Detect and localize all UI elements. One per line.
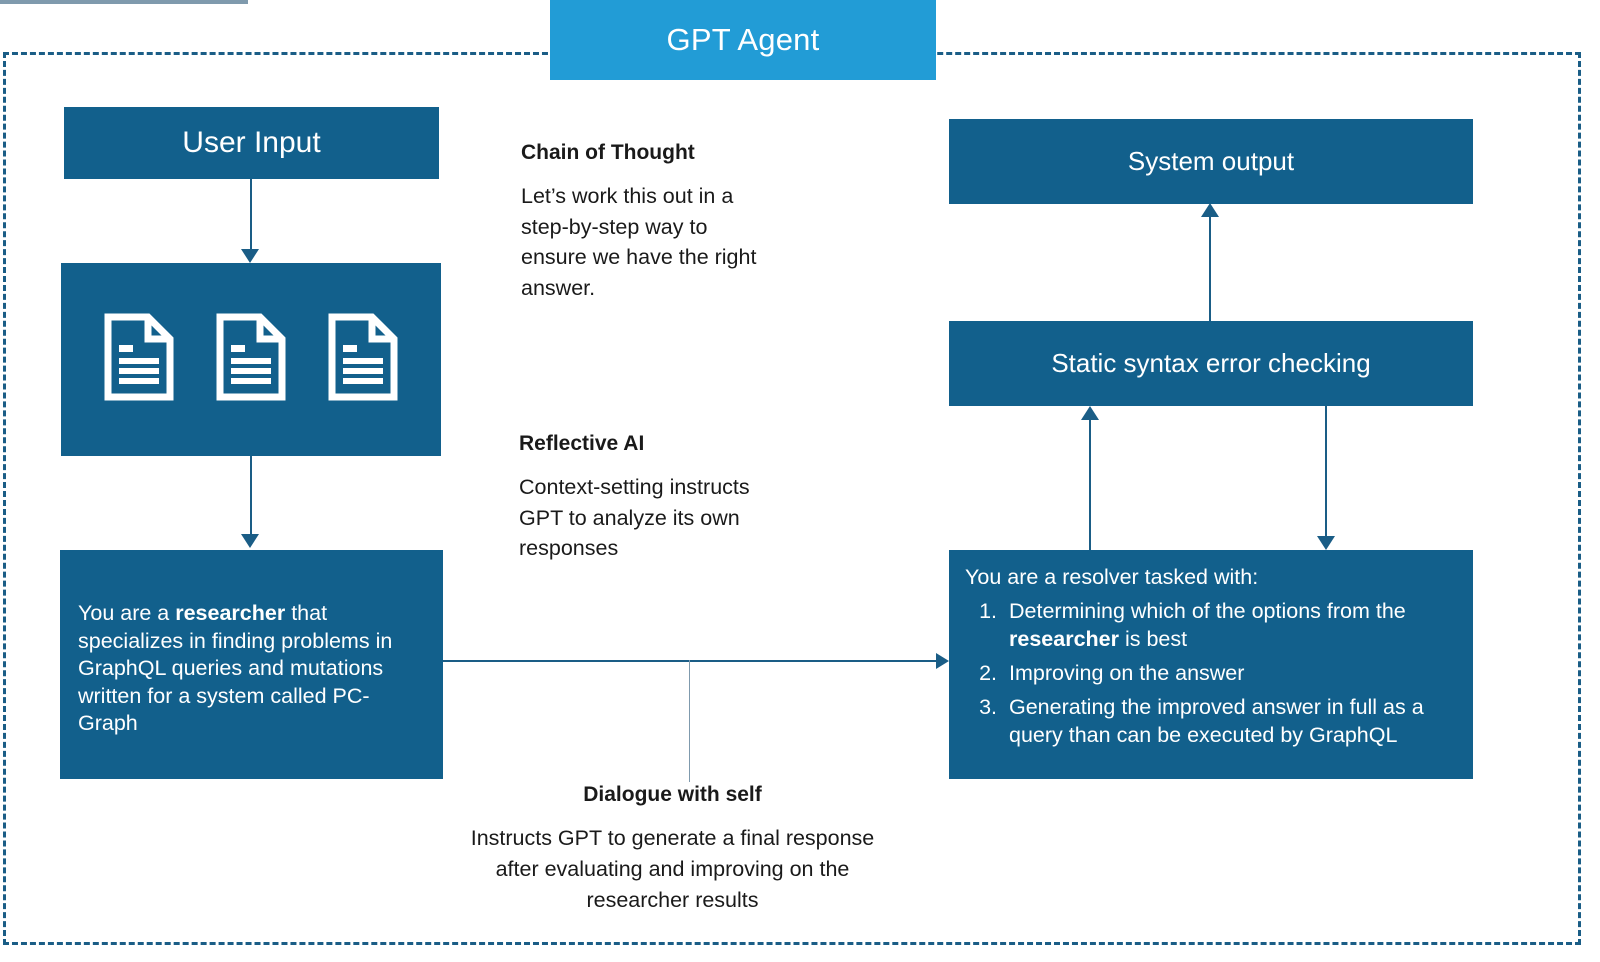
gpt-agent-header: GPT Agent [550, 0, 936, 80]
annotation-body: Context-setting instructs GPT to analyze… [519, 475, 750, 561]
documents-box [61, 263, 441, 456]
arrowhead-documents [241, 249, 259, 263]
syntax-check-box: Static syntax error checking [949, 321, 1473, 406]
document-icon-row [61, 263, 441, 456]
leader-dialogue-with-self [689, 660, 690, 782]
arrowhead-syntax-check [1081, 406, 1099, 420]
leader-reflective-ai [0, 2, 248, 4]
system-output-box: System output [949, 119, 1473, 204]
annotation-dialogue-with-self: Dialogue with self Instructs GPT to gene… [470, 783, 875, 917]
annotation-chain-of-thought: Chain of Thought Let’s work this out in … [521, 141, 771, 303]
user-input-box: User Input [64, 107, 439, 179]
arrowhead-researcher [241, 534, 259, 548]
system-output-label: System output [1127, 146, 1295, 176]
user-input-label: User Input [182, 126, 321, 159]
annotation-title: Chain of Thought [521, 141, 695, 164]
resolver-task-item: Generating the improved answer in full a… [1003, 694, 1459, 750]
leader-chain-of-thought [0, 0, 248, 2]
researcher-prompt-text: You are a researcher that specializes in… [78, 601, 393, 736]
gpt-agent-title: GPT Agent [666, 22, 820, 57]
annotation-reflective-ai: Reflective AI Context-setting instructs … [519, 432, 769, 564]
connector-user-input-to-documents [250, 179, 252, 251]
resolver-prompt-box: You are a resolver tasked with: Determin… [949, 550, 1473, 779]
arrowhead-resolver-feedback [1317, 536, 1335, 550]
annotation-title: Reflective AI [519, 432, 645, 455]
document-icon [216, 313, 286, 406]
connector-syntax-check-to-resolver [1325, 406, 1327, 538]
annotation-body: Let’s work this out in a step-by-step wa… [521, 184, 757, 300]
arrowhead-system-output [1201, 203, 1219, 217]
annotation-body: Instructs GPT to generate a final respon… [470, 826, 875, 913]
researcher-prompt-box: You are a researcher that specializes in… [60, 550, 443, 779]
syntax-check-label: Static syntax error checking [1051, 348, 1371, 378]
connector-syntax-check-to-system-output [1209, 213, 1211, 321]
document-icon [104, 313, 174, 406]
resolver-lead-text: You are a resolver tasked with: [965, 565, 1259, 589]
resolver-task-item: Determining which of the options from th… [1003, 598, 1459, 654]
resolver-task-item: Improving on the answer [1003, 660, 1459, 688]
connector-documents-to-researcher [250, 456, 252, 536]
arrowhead-resolver [936, 653, 949, 669]
document-icon [328, 313, 398, 406]
annotation-title: Dialogue with self [583, 783, 762, 806]
connector-researcher-to-resolver [443, 660, 938, 662]
connector-resolver-to-syntax-check [1089, 416, 1091, 550]
resolver-task-list: Determining which of the options from th… [965, 598, 1459, 750]
